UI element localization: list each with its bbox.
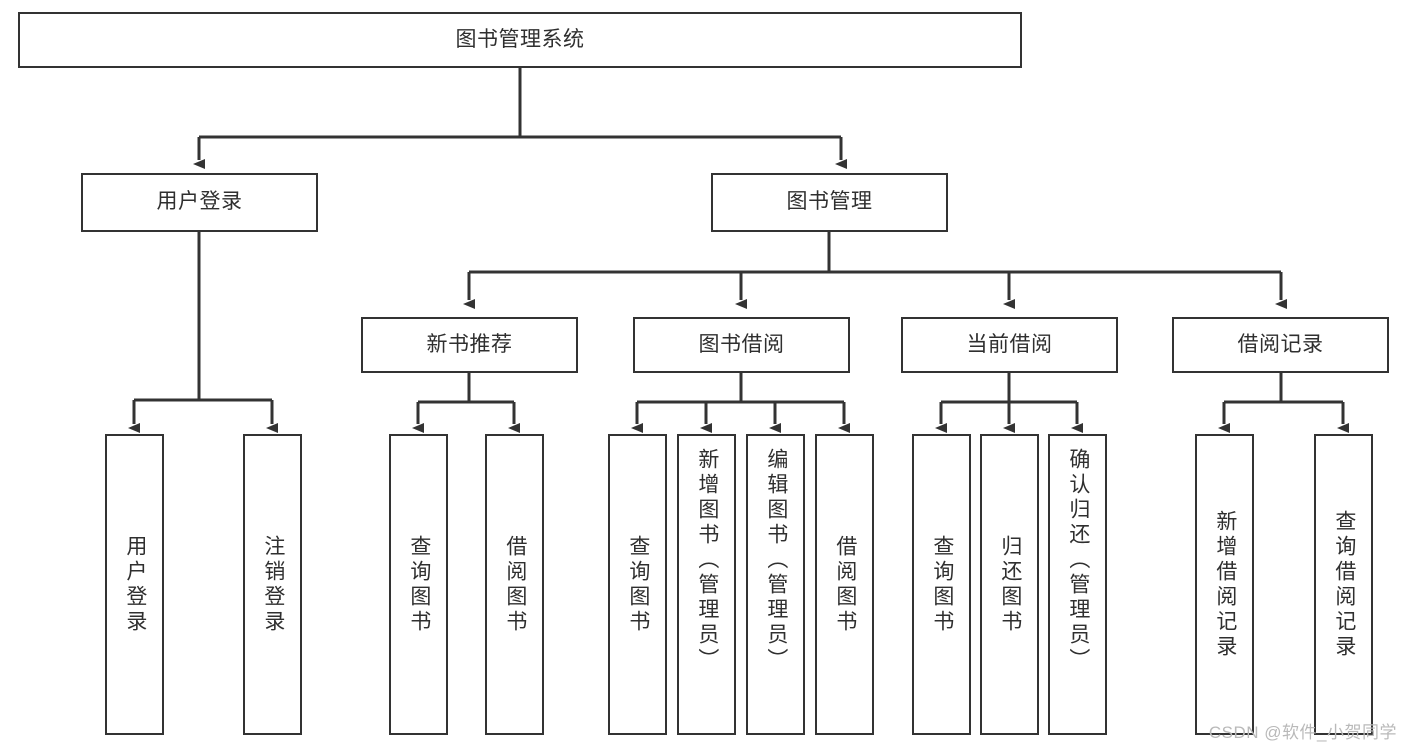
node-label: 确认归还（管理员） [1066, 448, 1090, 673]
node-label: 借阅图书 [833, 534, 857, 635]
node-label: 图书管理 [786, 190, 873, 214]
csdn-watermark: CSDN @软件_小贺同学 [1208, 723, 1397, 742]
node-root-system[interactable]: 图书管理系统 [18, 12, 1022, 68]
node-label: 编辑图书（管理员） [764, 448, 788, 673]
leaf-query-book-2[interactable]: 查询图书 [608, 434, 667, 735]
node-label: 图书管理系统 [455, 27, 585, 51]
node-label: 用户登录 [123, 534, 147, 635]
node-borrow-record[interactable]: 借阅记录 [1172, 317, 1389, 373]
node-new-book-recommend[interactable]: 新书推荐 [361, 317, 578, 373]
node-label: 新书推荐 [426, 332, 513, 356]
node-label: 查询图书 [626, 534, 650, 635]
leaf-edit-book[interactable]: 编辑图书（管理员） [746, 434, 805, 735]
leaf-add-book[interactable]: 新增图书（管理员） [677, 434, 736, 735]
leaf-confirm-return[interactable]: 确认归还（管理员） [1048, 434, 1107, 735]
node-label: 查询图书 [930, 534, 954, 635]
node-label: 查询借阅记录 [1332, 509, 1356, 660]
node-user-login[interactable]: 用户登录 [81, 173, 318, 232]
leaf-borrow-book-2[interactable]: 借阅图书 [815, 434, 874, 735]
leaf-user-login[interactable]: 用户登录 [105, 434, 164, 735]
node-label: 归还图书 [998, 534, 1022, 635]
node-label: 借阅记录 [1237, 332, 1324, 356]
node-label: 查询图书 [407, 534, 431, 635]
node-label: 新增图书（管理员） [695, 448, 719, 673]
node-label: 借阅图书 [503, 534, 527, 635]
node-label: 图书借阅 [698, 332, 785, 356]
node-label: 注销登录 [261, 534, 285, 635]
leaf-query-record[interactable]: 查询借阅记录 [1314, 434, 1373, 735]
leaf-return-book[interactable]: 归还图书 [980, 434, 1039, 735]
node-label: 新增借阅记录 [1213, 509, 1237, 660]
leaf-query-book-3[interactable]: 查询图书 [912, 434, 971, 735]
node-current-borrow[interactable]: 当前借阅 [901, 317, 1118, 373]
leaf-query-book-1[interactable]: 查询图书 [389, 434, 448, 735]
node-label: 当前借阅 [966, 332, 1053, 356]
node-book-borrow[interactable]: 图书借阅 [633, 317, 850, 373]
leaf-add-record[interactable]: 新增借阅记录 [1195, 434, 1254, 735]
node-book-management[interactable]: 图书管理 [711, 173, 948, 232]
node-label: 用户登录 [156, 190, 243, 214]
leaf-logout-login[interactable]: 注销登录 [243, 434, 302, 735]
leaf-borrow-book-1[interactable]: 借阅图书 [485, 434, 544, 735]
